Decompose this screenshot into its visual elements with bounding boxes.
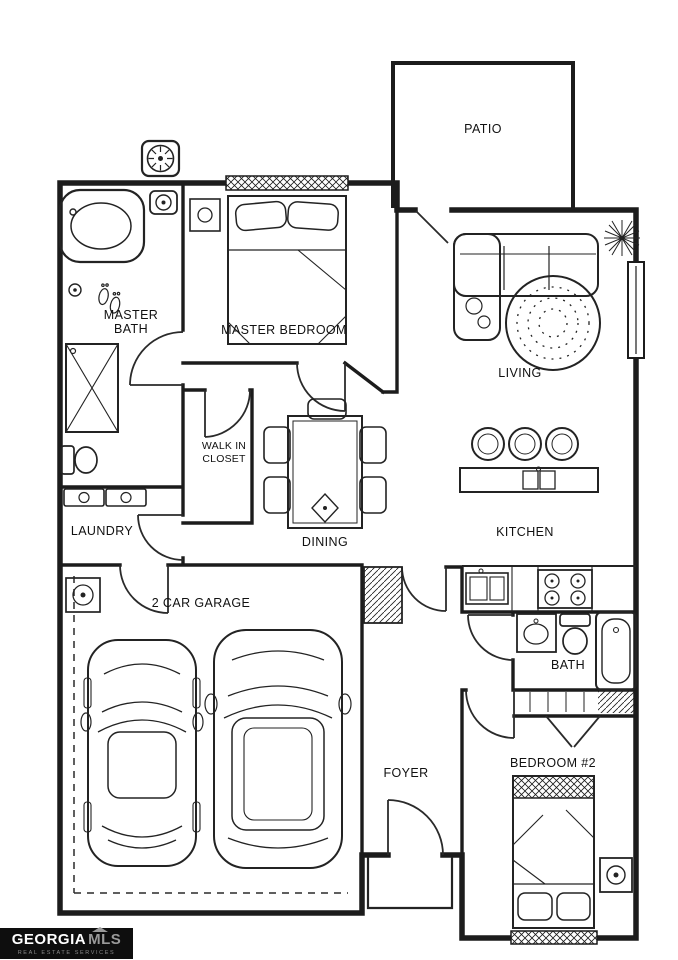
door-master-bedroom — [296, 362, 346, 412]
shower — [65, 343, 119, 433]
label-patio: PATIO — [464, 122, 502, 136]
patio-walls — [391, 61, 575, 208]
label-dining: DINING — [302, 535, 348, 549]
front-stoop — [366, 857, 454, 910]
bar-stools — [471, 427, 579, 461]
label-master-bath-2: BATH — [114, 322, 148, 336]
georgia-mls-logo: GEORGIA MLS REAL ESTATE SERVICES — [0, 926, 133, 959]
car-sports — [80, 639, 204, 867]
stove — [537, 569, 593, 609]
patio-door — [415, 210, 449, 244]
logo-wordmark: GEORGIA MLS — [11, 926, 122, 948]
master-toilet — [60, 445, 98, 475]
footprints-icon — [98, 283, 121, 314]
label-walk-in-closet-1: WALK IN — [202, 440, 246, 452]
door-walk-in-closet — [204, 389, 251, 438]
house-roof-icon — [92, 926, 109, 932]
label-foyer: FOYER — [383, 766, 428, 780]
sconce-icon — [68, 283, 82, 297]
washer-dryer — [63, 488, 147, 507]
kitchen-island — [459, 466, 599, 493]
kitchen-sink — [465, 568, 509, 605]
label-bedroom2: BEDROOM #2 — [510, 756, 596, 770]
door-bath2 — [467, 614, 514, 661]
front-door — [387, 799, 444, 856]
logo-mls-group: MLS — [88, 926, 122, 948]
light-fixture-icon — [149, 190, 178, 215]
nightstand-lamp — [599, 857, 633, 893]
door-garage — [119, 564, 169, 614]
label-garage: 2 CAR GARAGE — [152, 596, 251, 610]
sectional-sofa — [453, 233, 599, 341]
label-master-bath-1: MASTER — [104, 308, 159, 322]
door-bedroom2 — [465, 689, 515, 739]
starburst-plant-icon — [604, 220, 640, 256]
garage-door-dashed-line — [73, 576, 348, 894]
water-heater — [65, 577, 101, 613]
label-bath: BATH — [551, 658, 585, 672]
ceiling-fan-icon — [140, 139, 181, 178]
door-master-bath — [129, 331, 184, 386]
logo-tagline: REAL ESTATE SERVICES — [17, 949, 116, 956]
bedroom2-bed — [512, 775, 595, 929]
nightstand — [189, 198, 221, 232]
dining-chairs — [263, 398, 387, 514]
label-kitchen: KITCHEN — [496, 525, 554, 539]
bath2-toilet — [559, 613, 591, 655]
logo-text-secondary: MLS — [88, 930, 122, 948]
bedroom2-window — [510, 930, 598, 945]
bathtub — [595, 611, 637, 691]
label-master-bedroom: MASTER BEDROOM — [221, 323, 347, 337]
bath2-vanity-sink — [516, 613, 557, 653]
logo-text-primary: GEORGIA — [11, 930, 87, 948]
bedroom2-closet-shelving — [529, 691, 634, 713]
master-bedroom-window — [225, 175, 349, 191]
bedroom2-closet-bifold-doors — [545, 715, 601, 748]
car-suv — [204, 629, 352, 869]
label-laundry: LAUNDRY — [71, 524, 134, 538]
interior-walls — [58, 181, 638, 857]
label-walk-in-closet-2: CLOSET — [202, 453, 246, 465]
garden-tub — [58, 188, 146, 264]
dining-table — [287, 415, 363, 529]
living-window — [627, 261, 645, 359]
round-rug — [505, 275, 601, 371]
door-laundry — [137, 514, 184, 561]
coat-closet — [363, 566, 403, 624]
master-bed — [227, 195, 347, 345]
door-kitchen-hall — [401, 566, 447, 612]
label-living: LIVING — [498, 366, 541, 380]
